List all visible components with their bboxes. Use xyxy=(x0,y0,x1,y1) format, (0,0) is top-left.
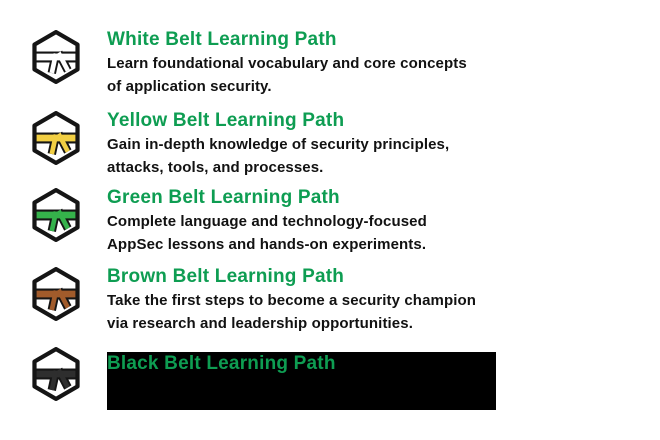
learning-path-item-brown: Brown Belt Learning Path Take the first … xyxy=(29,267,499,335)
obscured-description-block: Black Belt Learning Path xyxy=(107,352,496,410)
black-belt-icon xyxy=(29,347,83,401)
learning-path-description: Take the first steps to become a securit… xyxy=(107,292,476,332)
learning-path-item-yellow: Yellow Belt Learning Path Gain in-depth … xyxy=(29,111,499,179)
learning-path-title[interactable]: Brown Belt Learning Path xyxy=(107,266,345,287)
learning-path-description xyxy=(107,376,496,399)
brown-belt-icon xyxy=(29,267,83,321)
yellow-belt-icon xyxy=(29,111,83,165)
learning-path-description: Complete language and technology-focused… xyxy=(107,213,427,253)
learning-path-title[interactable]: Green Belt Learning Path xyxy=(107,187,340,208)
learning-path-title[interactable]: White Belt Learning Path xyxy=(107,29,337,50)
learning-path-item-black: Black Belt Learning Path xyxy=(29,347,496,410)
green-belt-icon xyxy=(29,188,83,242)
learning-path-description: Learn foundational vocabulary and core c… xyxy=(107,55,467,95)
learning-path-title[interactable]: Yellow Belt Learning Path xyxy=(107,110,345,131)
learning-path-description: Gain in-depth knowledge of security prin… xyxy=(107,136,450,176)
learning-path-item-white: White Belt Learning Path Learn foundatio… xyxy=(29,30,499,98)
learning-path-item-green: Green Belt Learning Path Complete langua… xyxy=(29,188,499,256)
white-belt-icon xyxy=(29,30,83,84)
learning-path-title[interactable]: Black Belt Learning Path xyxy=(107,353,336,374)
